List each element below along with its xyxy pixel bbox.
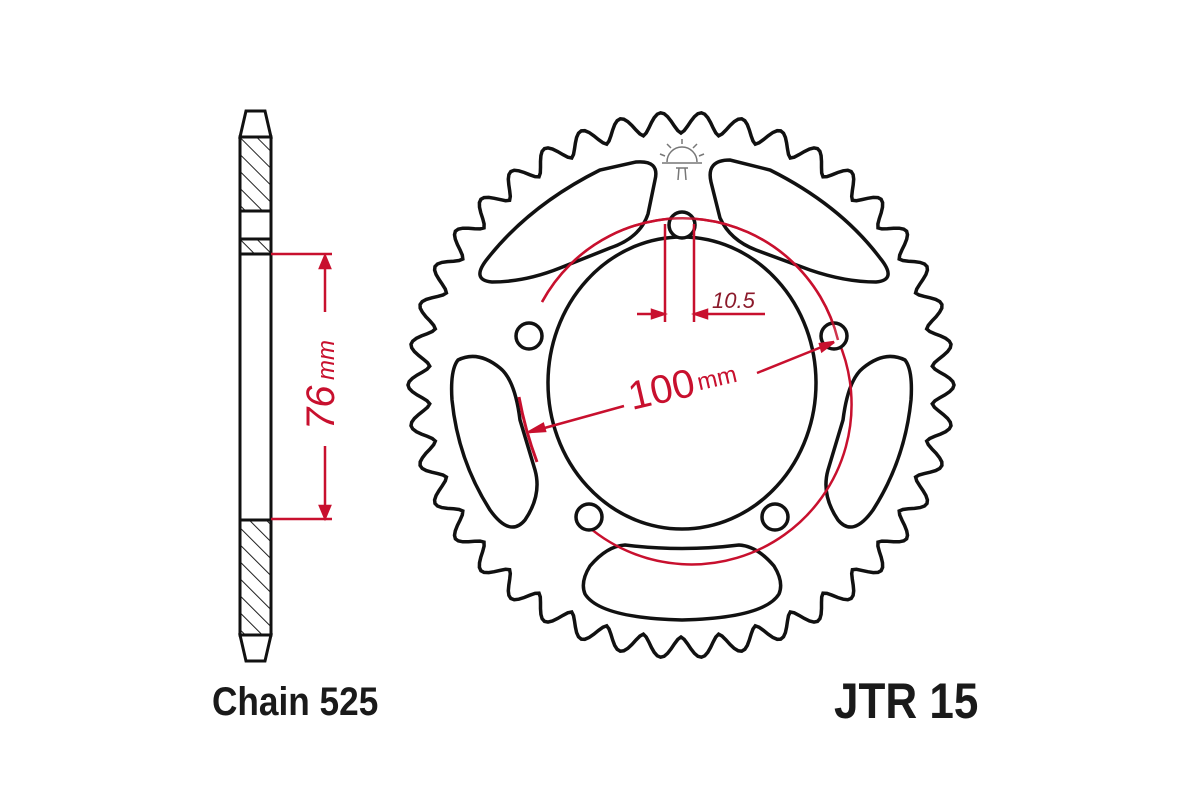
- bolt-circle-arc-left: [517, 396, 539, 463]
- side-hub-hatch: [238, 237, 273, 256]
- bolt-hole-left: [514, 321, 544, 351]
- side-bottom-hatch: [238, 518, 273, 637]
- bolt-holes: [514, 210, 849, 532]
- jt-sunrise-logo-icon: [659, 139, 705, 181]
- lightening-cutouts: [449, 158, 914, 622]
- cutout-top-left: [478, 160, 658, 284]
- bolt-circle-dimension: [528, 340, 835, 434]
- cutout-left: [449, 354, 539, 529]
- hub-width-value: 76: [299, 385, 343, 430]
- side-bottom-tooth: [238, 633, 273, 663]
- chain-size-label: Chain 525: [212, 680, 379, 724]
- bolt-hole-bottom-left: [574, 502, 604, 532]
- bolt-hole-dimension: [637, 224, 765, 322]
- cutout-right: [824, 354, 914, 529]
- side-view: [238, 109, 273, 663]
- hub-width-unit: mm: [313, 340, 340, 380]
- bolt-hole-bottom-right: [760, 502, 790, 532]
- sprocket-front-view: 10.5 100 mm: [406, 110, 956, 660]
- hub-width-dimension: [271, 252, 332, 522]
- side-top-hatch: [238, 135, 273, 213]
- bolt-hole-diameter-value: 10.5: [712, 288, 756, 313]
- side-top-gap: [238, 209, 273, 241]
- part-number-label: JTR 15: [834, 673, 979, 729]
- cutout-bottom: [581, 543, 783, 622]
- side-hub-body: [238, 252, 273, 522]
- cutout-top-right: [708, 158, 890, 284]
- bolt-hole-top: [667, 210, 697, 240]
- side-top-tooth: [238, 109, 273, 139]
